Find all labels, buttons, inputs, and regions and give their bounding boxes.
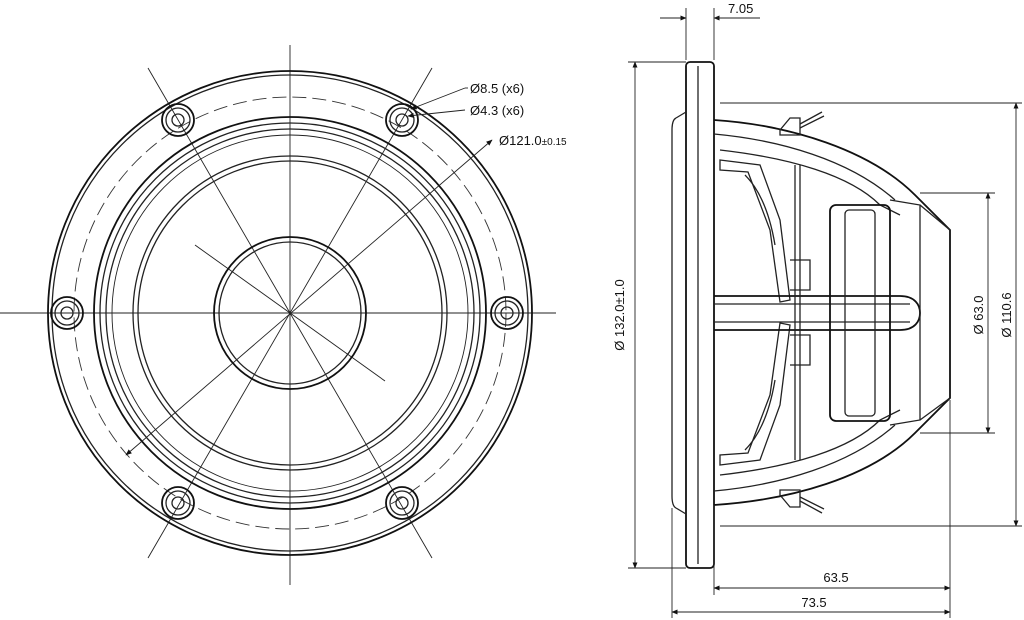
- mounting-holes: [50, 103, 524, 520]
- flange: [685, 61, 715, 569]
- terminal-lower: [779, 489, 825, 514]
- lower-basket-spoke: [719, 322, 791, 466]
- magnet: [829, 204, 891, 422]
- magnet-core: [844, 209, 876, 417]
- rear-diameter-label: Ø 110.6: [999, 292, 1014, 337]
- upper-basket-spoke: [719, 159, 791, 303]
- side-view: 7.05 Ø 132.0±1.0 Ø 63.0 Ø 110.6 63.5: [612, 1, 1022, 618]
- back-plate: [889, 199, 921, 426]
- basket-rib-3: [719, 409, 901, 476]
- dim-depth-total: [671, 508, 951, 618]
- basket-lower-rib: [713, 424, 896, 492]
- hole-small-label: Ø4.3 (x6): [470, 103, 524, 118]
- gasket-edge: [671, 117, 677, 509]
- basket-outline: [713, 119, 951, 506]
- dim-outer-diameter: [628, 61, 686, 569]
- mounting-hole: [385, 103, 419, 137]
- hole-large-label: Ø8.5 (x6): [470, 81, 524, 96]
- basket-upper-rib: [713, 133, 896, 201]
- depth-inner-label: 63.5: [823, 570, 848, 585]
- outer-diameter-label: Ø 132.0±1.0: [612, 279, 627, 350]
- bolt-circle: [73, 96, 507, 530]
- front-view: Ø8.5 (x6) Ø4.3 (x6) Ø121.0±0.15: [0, 45, 567, 585]
- terminal-upper: [779, 111, 825, 136]
- flange-thickness-label: 7.05: [728, 1, 753, 16]
- dim-flange-thickness: [660, 8, 760, 60]
- mounting-hole: [50, 296, 84, 330]
- dim-magnet-diameter: [920, 192, 995, 434]
- basket-rib-2: [719, 149, 901, 216]
- depth-total-label: 73.5: [801, 595, 826, 610]
- bolt-circle-label: Ø121.0±0.15: [499, 133, 567, 148]
- dim-rear-diameter: [720, 102, 1022, 527]
- magnet-diameter-label: Ø 63.0: [971, 295, 986, 334]
- frame-outer-edge: [47, 70, 533, 556]
- frame-outer-edge-inner: [51, 74, 529, 552]
- hole-callouts: [125, 87, 493, 456]
- dim-depth-inner: [713, 400, 951, 618]
- mounting-hole: [161, 486, 195, 520]
- mounting-hole: [161, 103, 195, 137]
- mounting-hole: [385, 486, 419, 520]
